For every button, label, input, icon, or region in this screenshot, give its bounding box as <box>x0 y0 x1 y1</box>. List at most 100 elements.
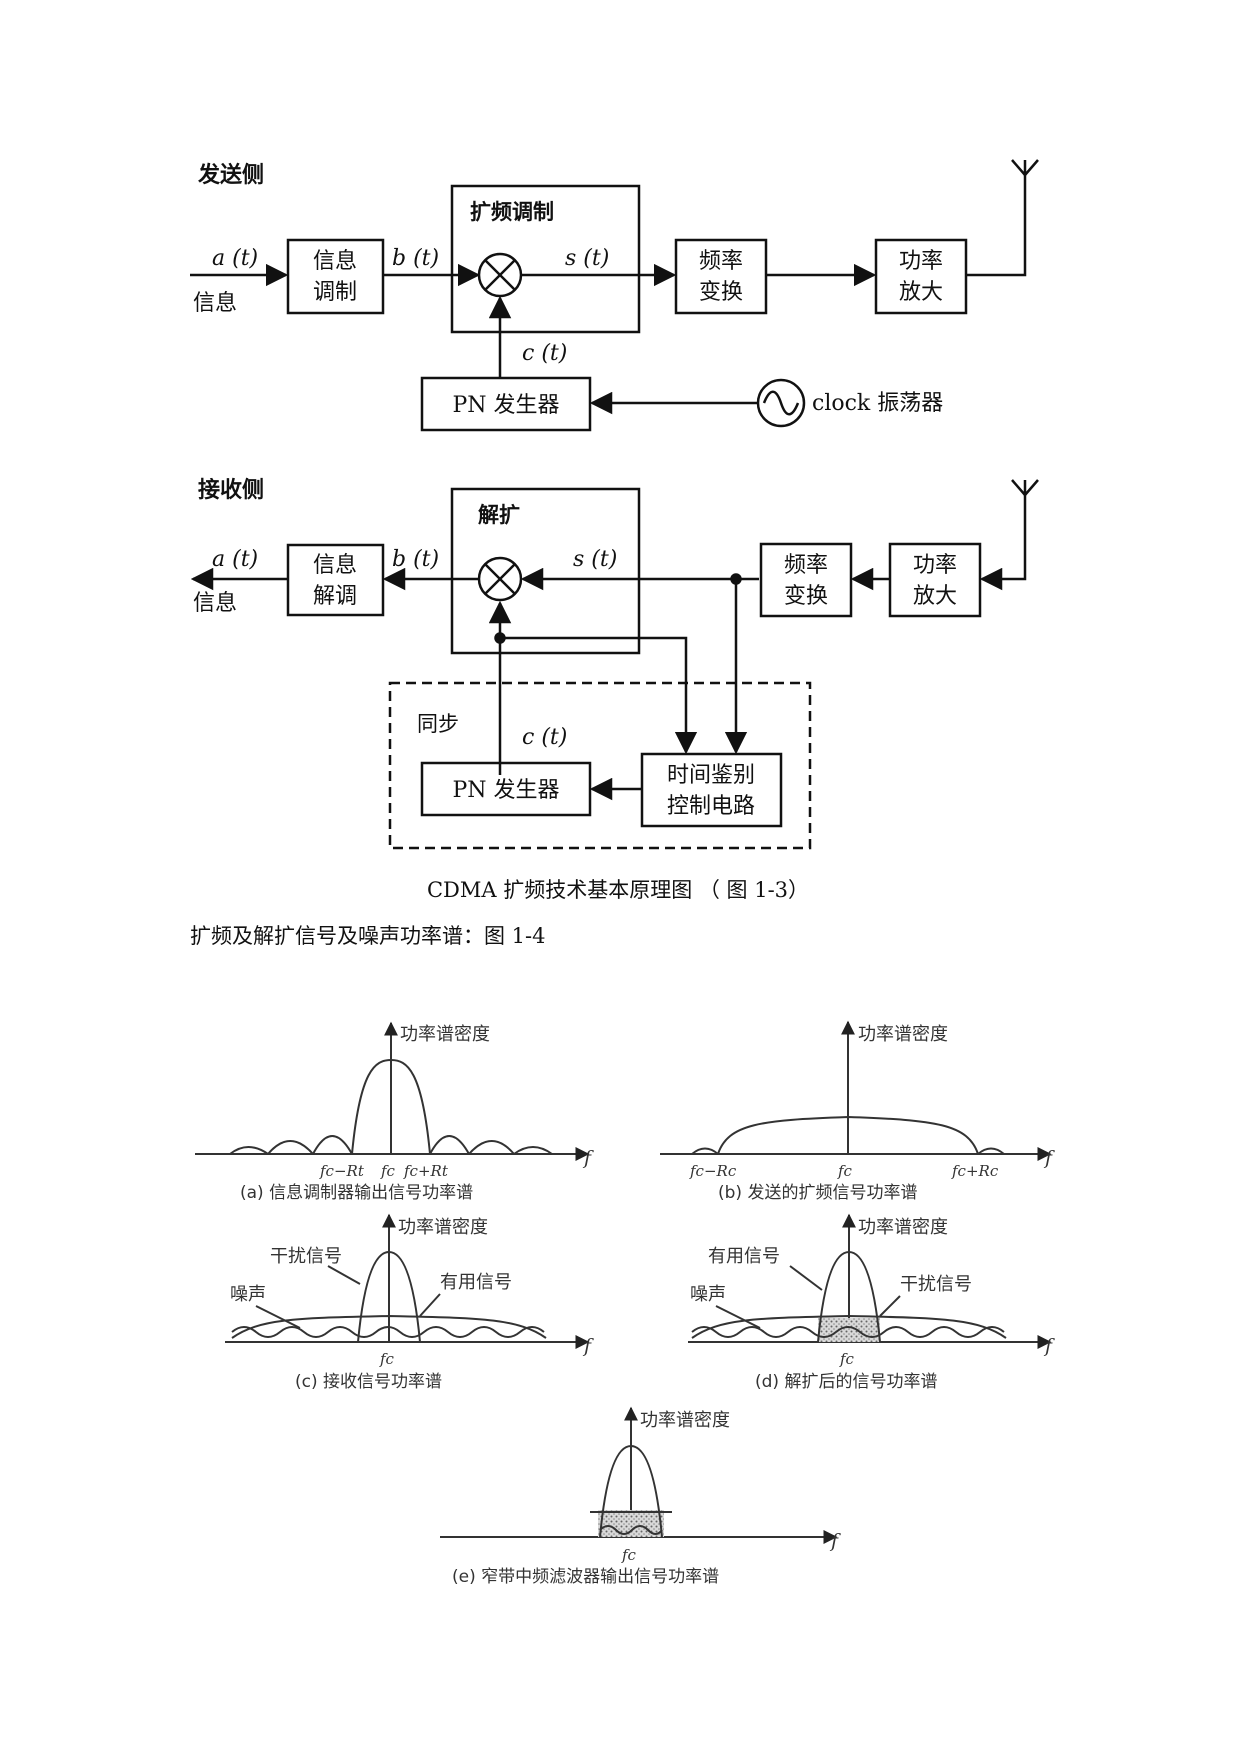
spectrum-b-ylabel: 功率谱密度 <box>858 1024 948 1045</box>
receive-power-amp-label-1: 功率 <box>913 553 957 578</box>
spectrum-d-leader-interference <box>879 1295 901 1317</box>
receive-antenna-feed <box>979 495 1027 591</box>
spectrum-e-tick-center: fc <box>621 1546 637 1564</box>
transmit-c-signal: c (t) <box>522 341 567 366</box>
info-modulator-label-2: 调制 <box>313 280 357 305</box>
spectrum-c-xlabel: f <box>582 1335 594 1357</box>
despread-box <box>450 487 641 655</box>
spectrum-a-side-lobe-l2 <box>267 1140 314 1155</box>
transmit-s-signal: s (t) <box>565 246 609 271</box>
spectrum-a-tick-right: fc+Rt <box>403 1162 449 1180</box>
spectrum-a-side-lobe-r2 <box>468 1140 515 1155</box>
spectrum-b-tick-left: fc−Rc <box>689 1162 737 1180</box>
transmit-section-label: 发送侧 <box>197 162 264 188</box>
spectrum-b-main-lobe <box>717 1115 979 1155</box>
spectrum-a-side-lobe-r3 <box>513 1146 553 1155</box>
receive-diagram: 接收侧 a (t) 信息 信息 解调 b (t) 解扩 s (t) 频率 变换 … <box>190 477 1039 850</box>
spectrum-e-caption: (e) 窄带中频滤波器输出信号功率谱 <box>452 1567 719 1587</box>
spread-modulation-box <box>450 184 641 334</box>
spectrum-d-xlabel: f <box>1043 1335 1055 1357</box>
transmit-power-amp-label-1: 功率 <box>899 249 943 274</box>
receive-freq-converter-label-1: 频率 <box>784 553 828 578</box>
spectrum-d-caption: (d) 解扩后的信号功率谱 <box>755 1372 937 1392</box>
spectrum-c-label-useful: 有用信号 <box>440 1272 512 1293</box>
transmit-antenna-feed <box>966 175 1027 277</box>
spectrum-d-useful-peak <box>817 1250 881 1343</box>
spectrum-d: f 功率谱密度 有用信号 干扰信号 噪声 fc (d) 解扩后的信号功率谱 <box>688 1213 1055 1392</box>
spectrum-c-interference-peak <box>357 1250 421 1343</box>
figure-1-4-caption: 扩频及解扩信号及噪声功率谱：图 1-4 <box>190 924 546 948</box>
spectrum-d-noise-ripple <box>691 1326 1005 1338</box>
sync-label: 同步 <box>417 712 459 736</box>
spectrum-a-side-lobe-l3 <box>229 1146 269 1155</box>
spectrum-b-side-lobe-r <box>977 1147 1005 1155</box>
spectrum-d-label-noise: 噪声 <box>690 1284 726 1305</box>
clock-oscillator-label: clock 振荡器 <box>812 391 943 416</box>
spectrum-e-xlabel: f <box>829 1530 841 1552</box>
spectrum-b-tick-center: fc <box>837 1162 853 1180</box>
spectrum-c-tick-center: fc <box>379 1350 395 1368</box>
receive-s-signal: s (t) <box>573 547 617 572</box>
spectrum-b-side-lobe-l <box>691 1147 719 1155</box>
spectrum-e-residual-ripple <box>599 1525 663 1535</box>
spectrum-d-label-interference: 干扰信号 <box>900 1274 972 1295</box>
spectrum-a-tick-center: fc <box>380 1162 396 1180</box>
transmit-power-amp-label-2: 放大 <box>899 280 943 305</box>
receive-power-amp-label-2: 放大 <box>913 584 957 609</box>
spectrum-a-main-lobe <box>351 1058 431 1155</box>
transmit-b-signal: b (t) <box>392 246 439 271</box>
receive-a-signal: a (t) <box>212 547 258 572</box>
spectrum-d-ylabel: 功率谱密度 <box>858 1217 948 1238</box>
transmit-a-signal: a (t) <box>212 246 258 271</box>
spectrum-e-signal-peak <box>599 1444 663 1538</box>
spectra-figure: f 功率谱密度 fc−Rt fc fc+Rt (a) 信息调制器输出信号功率谱 … <box>195 1020 1055 1587</box>
receive-b-signal: b (t) <box>392 547 439 572</box>
spectrum-b: f 功率谱密度 fc−Rc fc fc+Rc (b) 发送的扩频信号功率谱 <box>660 1020 1055 1203</box>
spectrum-d-leader-useful <box>789 1265 823 1291</box>
spectrum-d-tick-center: fc <box>839 1350 855 1368</box>
despread-title: 解扩 <box>478 503 520 527</box>
receive-pn-generator-label: PN 发生器 <box>452 778 559 803</box>
transmit-pn-generator-label: PN 发生器 <box>452 393 559 418</box>
spread-modulation-title: 扩频调制 <box>470 200 554 224</box>
spectrum-a-side-lobe-r1 <box>429 1135 470 1155</box>
spectrum-d-shaded-band <box>818 1318 880 1342</box>
transmit-freq-converter-box <box>674 238 768 315</box>
timing-control-label-2: 控制电路 <box>667 794 755 819</box>
spectrum-c-ylabel: 功率谱密度 <box>398 1217 488 1238</box>
spectrum-c-label-noise: 噪声 <box>230 1284 266 1305</box>
spectrum-a-side-lobe-l1 <box>312 1135 353 1155</box>
spectrum-b-caption: (b) 发送的扩频信号功率谱 <box>718 1183 917 1203</box>
spectrum-d-label-useful: 有用信号 <box>708 1246 780 1267</box>
spectrum-a: f 功率谱密度 fc−Rt fc fc+Rt (a) 信息调制器输出信号功率谱 <box>195 1021 594 1203</box>
receive-multiplier-cross-b <box>484 563 516 595</box>
receive-c-signal: c (t) <box>522 725 567 750</box>
spectrum-c-leader-useful <box>419 1293 441 1317</box>
receive-antenna-icon <box>1011 479 1039 496</box>
spectrum-a-caption: (a) 信息调制器输出信号功率谱 <box>240 1183 473 1203</box>
spectrum-a-tick-left: fc−Rt <box>319 1162 365 1180</box>
spectrum-a-xlabel: f <box>582 1147 594 1169</box>
transmit-input-label: 信息 <box>193 291 237 316</box>
spectrum-d-spread-interference <box>691 1314 1007 1339</box>
sync-dashed-box <box>388 681 812 850</box>
receive-output-label: 信息 <box>193 591 237 616</box>
info-demodulator-label-2: 解调 <box>313 584 357 609</box>
receive-c-feedback-line <box>500 636 698 755</box>
spectrum-c-noise-ripple <box>231 1326 545 1338</box>
transmit-freq-converter-label-1: 频率 <box>699 249 743 274</box>
figure-1-3-caption: CDMA 扩频技术基本原理图 （ 图 1-3） <box>427 878 809 902</box>
transmit-antenna-icon <box>1011 159 1039 176</box>
spectrum-a-ylabel: 功率谱密度 <box>400 1024 490 1045</box>
receive-freq-converter-label-2: 变换 <box>784 584 828 609</box>
spectrum-c: f 功率谱密度 干扰信号 有用信号 噪声 fc (c) 接收信号功率谱 <box>225 1213 594 1392</box>
spectrum-c-leader-interference <box>327 1265 361 1285</box>
clock-oscillator-icon <box>756 378 806 428</box>
spectrum-e: f 功率谱密度 fc (e) 窄带中频滤波器输出信号功率谱 <box>440 1406 841 1587</box>
transmit-multiplier-cross-b <box>484 259 516 291</box>
sine-wave-icon <box>762 390 800 416</box>
info-modulator-label-1: 信息 <box>313 249 357 274</box>
spectrum-b-xlabel: f <box>1043 1147 1055 1169</box>
spectrum-d-leader-noise <box>715 1305 761 1329</box>
